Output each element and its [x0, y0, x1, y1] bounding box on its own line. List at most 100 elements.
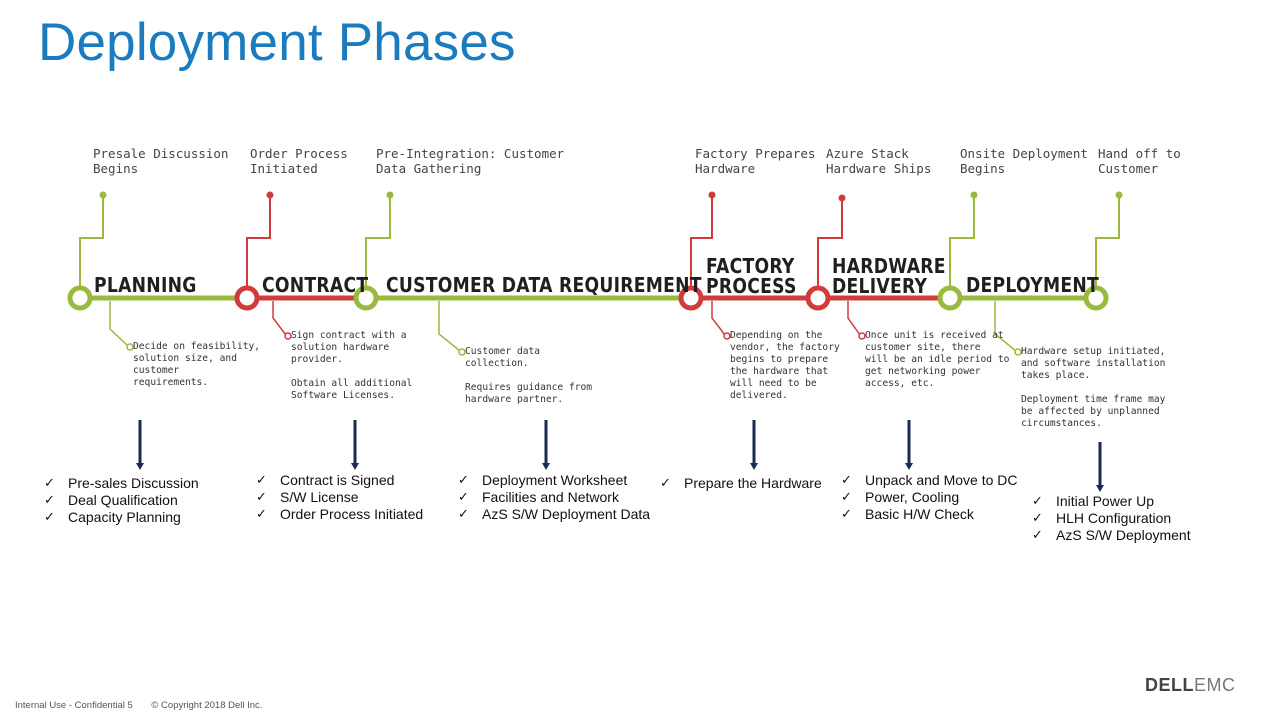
milestone-line: Hand off to	[1098, 146, 1181, 161]
description-line: the hardware that	[730, 366, 829, 377]
description-line: circumstances.	[1021, 418, 1102, 429]
checklist-item-text: Deployment Worksheet	[482, 472, 628, 488]
description-bullet	[126, 343, 134, 351]
checklist-item: ✓Deal Qualification	[44, 492, 199, 509]
check-icon: ✓	[44, 476, 55, 491]
milestone-dot	[1115, 191, 1123, 199]
description-connector	[994, 301, 1017, 352]
check-icon: ✓	[841, 490, 852, 505]
milestone-dot	[99, 191, 107, 199]
milestone-line: Customer	[1098, 161, 1159, 176]
description-line: Requires guidance from	[465, 382, 593, 393]
phase-description: Hardware setup initiated,and software in…	[1021, 346, 1165, 430]
description-bullet	[723, 332, 731, 340]
description-connector	[847, 301, 861, 336]
milestone-line: Azure Stack	[826, 146, 909, 161]
description-line: Once unit is received at	[865, 330, 1004, 341]
phase-title-line: DELIVERY	[832, 274, 928, 298]
page-number: 5	[127, 700, 133, 711]
description-bullet	[1014, 348, 1022, 356]
timeline-node	[805, 285, 831, 311]
check-icon: ✓	[256, 490, 267, 505]
checklist-item: ✓Order Process Initiated	[256, 506, 423, 523]
description-line: Software Licenses.	[291, 390, 395, 401]
check-icon: ✓	[256, 473, 267, 488]
milestone-connector	[365, 195, 391, 288]
checklist-item-text: Power, Cooling	[865, 489, 960, 505]
milestone-line: Order Process	[250, 146, 348, 161]
phase-title-line: PLANNING	[94, 273, 197, 297]
down-arrow-head	[542, 463, 550, 470]
checklist-item: ✓Prepare the Hardware	[660, 475, 822, 492]
dell-emc-logo: DELLEMC	[1145, 675, 1236, 696]
description-line: will be an idle period to	[865, 354, 1010, 365]
description-line: be affected by unplanned	[1021, 406, 1160, 417]
checklist-item-text: S/W License	[280, 489, 359, 505]
footer: Internal Use - Confidential 5 © Copyrigh…	[15, 700, 262, 711]
checklist-item: ✓Deployment Worksheet	[458, 472, 650, 489]
description-line: access, etc.	[865, 378, 935, 389]
check-icon: ✓	[458, 507, 469, 522]
milestone-line: Begins	[93, 161, 139, 176]
check-icon: ✓	[841, 507, 852, 522]
description-line	[1021, 382, 1165, 394]
description-line: vendor, the factory	[730, 342, 840, 353]
checklist: ✓Prepare the Hardware	[660, 475, 822, 492]
checklist: ✓Pre-sales Discussion✓Deal Qualification…	[44, 475, 199, 526]
phase-description: Decide on feasibility,solution size, and…	[133, 341, 260, 389]
description-line: solution hardware	[291, 342, 390, 353]
description-line: collection.	[465, 358, 529, 369]
checklist-item: ✓ Power, Cooling	[841, 489, 1018, 506]
checklist-item: ✓Facilities and Network	[458, 489, 650, 506]
checklist-item: ✓AzS S/W Deployment Data	[458, 506, 650, 523]
description-line: solution size, and	[133, 353, 237, 364]
checklist-item-text: Initial Power Up	[1056, 493, 1155, 509]
check-icon: ✓	[458, 490, 469, 505]
phase-title: CONTRACT	[262, 275, 368, 295]
milestone-connector	[690, 195, 713, 288]
milestone-line: Begins	[960, 161, 1006, 176]
phase-title-line: CUSTOMER DATA REQUIREMENT	[386, 273, 702, 297]
checklist-item: ✓Unpack and Move to DC	[841, 472, 1018, 489]
checklist: ✓Unpack and Move to DC✓Power, Cooling✓Ba…	[841, 472, 1018, 523]
description-line: customer	[133, 365, 180, 376]
description-line: Obtain all additional	[291, 378, 413, 389]
milestone-dot	[386, 191, 394, 199]
timeline-node	[937, 285, 963, 311]
timeline-node	[353, 285, 379, 311]
checklist-item-text: AzS S/W Deployment	[1056, 527, 1191, 543]
milestone-dot	[838, 194, 846, 202]
milestone-connector	[79, 195, 104, 288]
timeline-node	[678, 285, 704, 311]
check-icon: ✓	[44, 493, 55, 508]
checklist-item: ✓Pre-sales Discussion	[44, 475, 199, 492]
checklist-item: ✓Basic H/W Check	[841, 506, 1018, 523]
description-line: will need to be	[730, 378, 817, 389]
slide-title: Deployment Phases	[38, 13, 516, 72]
copyright-text: © Copyright 2018 Dell Inc.	[151, 700, 263, 711]
phase-title-line: DEPLOYMENT	[966, 273, 1100, 297]
milestone-dot	[708, 191, 716, 199]
phase-title-line: PROCESS	[706, 274, 797, 298]
checklist-item: ✓Contract is Signed	[256, 472, 423, 489]
checklist-item: ✓ S/W License	[256, 489, 423, 506]
checklist-item: ✓ Capacity Planning	[44, 509, 199, 526]
description-bullet	[858, 332, 866, 340]
description-connector	[109, 301, 129, 347]
description-line	[291, 366, 412, 378]
milestone-connectors	[79, 191, 1123, 356]
check-icon: ✓	[44, 510, 55, 525]
phase-title: PLANNING	[94, 275, 197, 295]
logo-dell: DELL	[1145, 675, 1194, 695]
milestone-line: Factory Prepares	[695, 146, 816, 161]
checklist-item-text: Capacity Planning	[68, 509, 181, 525]
checklist-item-text: Unpack and Move to DC	[865, 472, 1018, 488]
timeline-nodes	[67, 285, 1109, 311]
down-arrow-head	[1096, 485, 1104, 492]
checklist: ✓Deployment Worksheet✓Facilities and Net…	[458, 472, 650, 523]
check-icon: ✓	[1032, 494, 1043, 509]
